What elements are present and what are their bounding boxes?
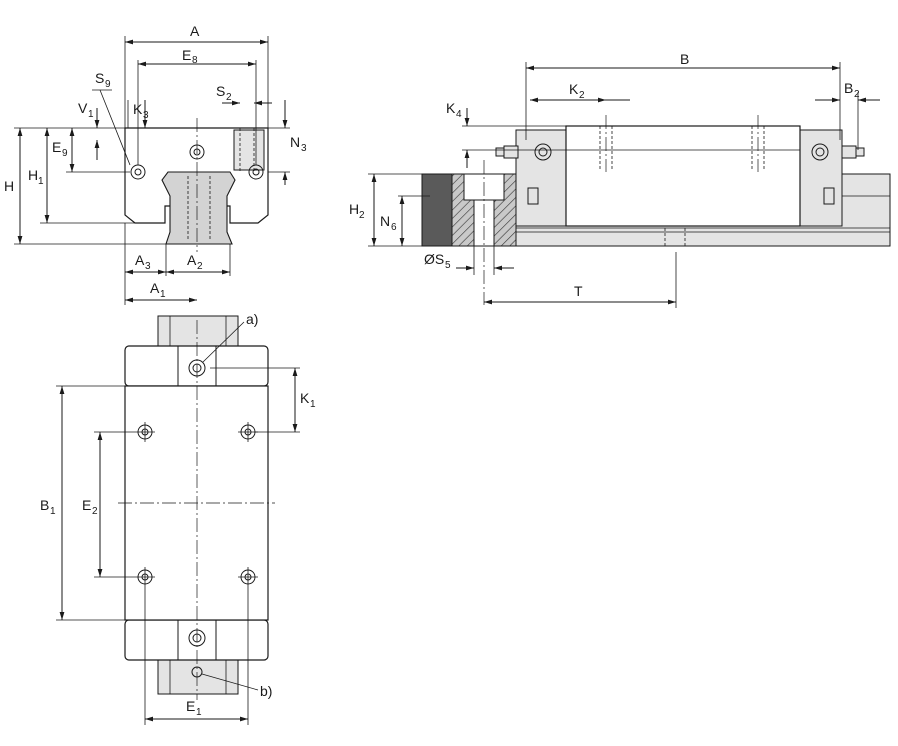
front-rail-profile <box>161 171 236 245</box>
svg-text:3: 3 <box>143 110 149 121</box>
svg-text:1: 1 <box>38 176 44 187</box>
label-T: T <box>574 283 583 299</box>
label-E2: E <box>82 497 91 513</box>
label-A: A <box>190 23 200 39</box>
svg-text:1: 1 <box>310 399 316 410</box>
svg-text:5: 5 <box>445 260 451 271</box>
front-labels: A E 8 S 9 V 1 K 3 S 2 N 3 E 9 H H 1 A 3 … <box>4 23 307 300</box>
top-endcap-lower <box>124 619 269 661</box>
label-A3: A <box>135 252 145 268</box>
side-lube-circle-right <box>811 143 829 161</box>
svg-text:1: 1 <box>160 289 166 300</box>
svg-text:9: 9 <box>105 79 111 90</box>
label-E8: E <box>182 47 191 63</box>
top-mounting-hole <box>135 567 155 587</box>
side-lube-circle-left <box>534 143 552 161</box>
top-lube-hole-upper <box>188 359 206 377</box>
svg-text:1: 1 <box>196 707 202 718</box>
label-A2: A <box>187 252 197 268</box>
front-ball-circle-top <box>189 144 205 160</box>
svg-text:1: 1 <box>50 506 56 517</box>
label-N3: N <box>290 134 300 150</box>
label-B: B <box>680 51 689 67</box>
label-a: a) <box>246 311 258 327</box>
svg-text:6: 6 <box>391 222 397 233</box>
top-view <box>56 315 300 725</box>
svg-text:3: 3 <box>301 143 307 154</box>
top-mounting-hole <box>238 567 258 587</box>
label-N6: N <box>380 213 390 229</box>
svg-text:1: 1 <box>88 109 94 120</box>
svg-text:8: 8 <box>192 55 198 66</box>
top-labels: a) b) K 1 B 1 E 2 E 1 <box>40 311 316 718</box>
label-B2: B <box>844 80 853 96</box>
label-S2: S <box>216 83 225 99</box>
svg-text:2: 2 <box>579 90 585 101</box>
svg-text:2: 2 <box>226 92 232 103</box>
side-grease-nipple-left <box>495 145 519 159</box>
top-lube-hole-lower <box>188 629 206 678</box>
svg-text:2: 2 <box>854 89 860 100</box>
svg-text:2: 2 <box>197 261 203 272</box>
top-mounting-hole <box>135 422 155 442</box>
label-S5: ØS <box>424 251 444 267</box>
svg-text:2: 2 <box>92 506 98 517</box>
label-E1: E <box>186 698 195 714</box>
label-A1: A <box>150 280 160 296</box>
label-K1: K <box>300 390 310 406</box>
label-H2: H <box>349 201 359 217</box>
label-V1: V <box>78 100 88 116</box>
side-endcap-right <box>799 129 843 227</box>
label-H1: H <box>28 167 38 183</box>
top-endcap-upper <box>124 345 269 387</box>
label-E9: E <box>52 139 61 155</box>
side-labels: B K 2 B 2 K 4 H 2 N 6 ØS 5 T <box>349 51 860 299</box>
svg-text:3: 3 <box>145 261 151 272</box>
label-K3: K <box>133 101 143 117</box>
svg-text:2: 2 <box>359 210 365 221</box>
svg-text:9: 9 <box>62 148 68 159</box>
label-H: H <box>4 178 14 194</box>
label-K2: K <box>569 81 579 97</box>
svg-text:4: 4 <box>456 109 462 120</box>
label-K4: K <box>446 100 456 116</box>
label-b: b) <box>260 683 272 699</box>
side-hidden-holes <box>599 115 765 172</box>
label-S9: S <box>95 70 104 86</box>
label-B1: B <box>40 497 49 513</box>
side-grease-nipple-right <box>841 145 865 159</box>
side-endcap-left <box>515 129 567 227</box>
front-view <box>14 36 290 305</box>
side-view <box>368 62 891 308</box>
front-seal <box>233 129 265 171</box>
side-carriage-body <box>565 125 801 227</box>
